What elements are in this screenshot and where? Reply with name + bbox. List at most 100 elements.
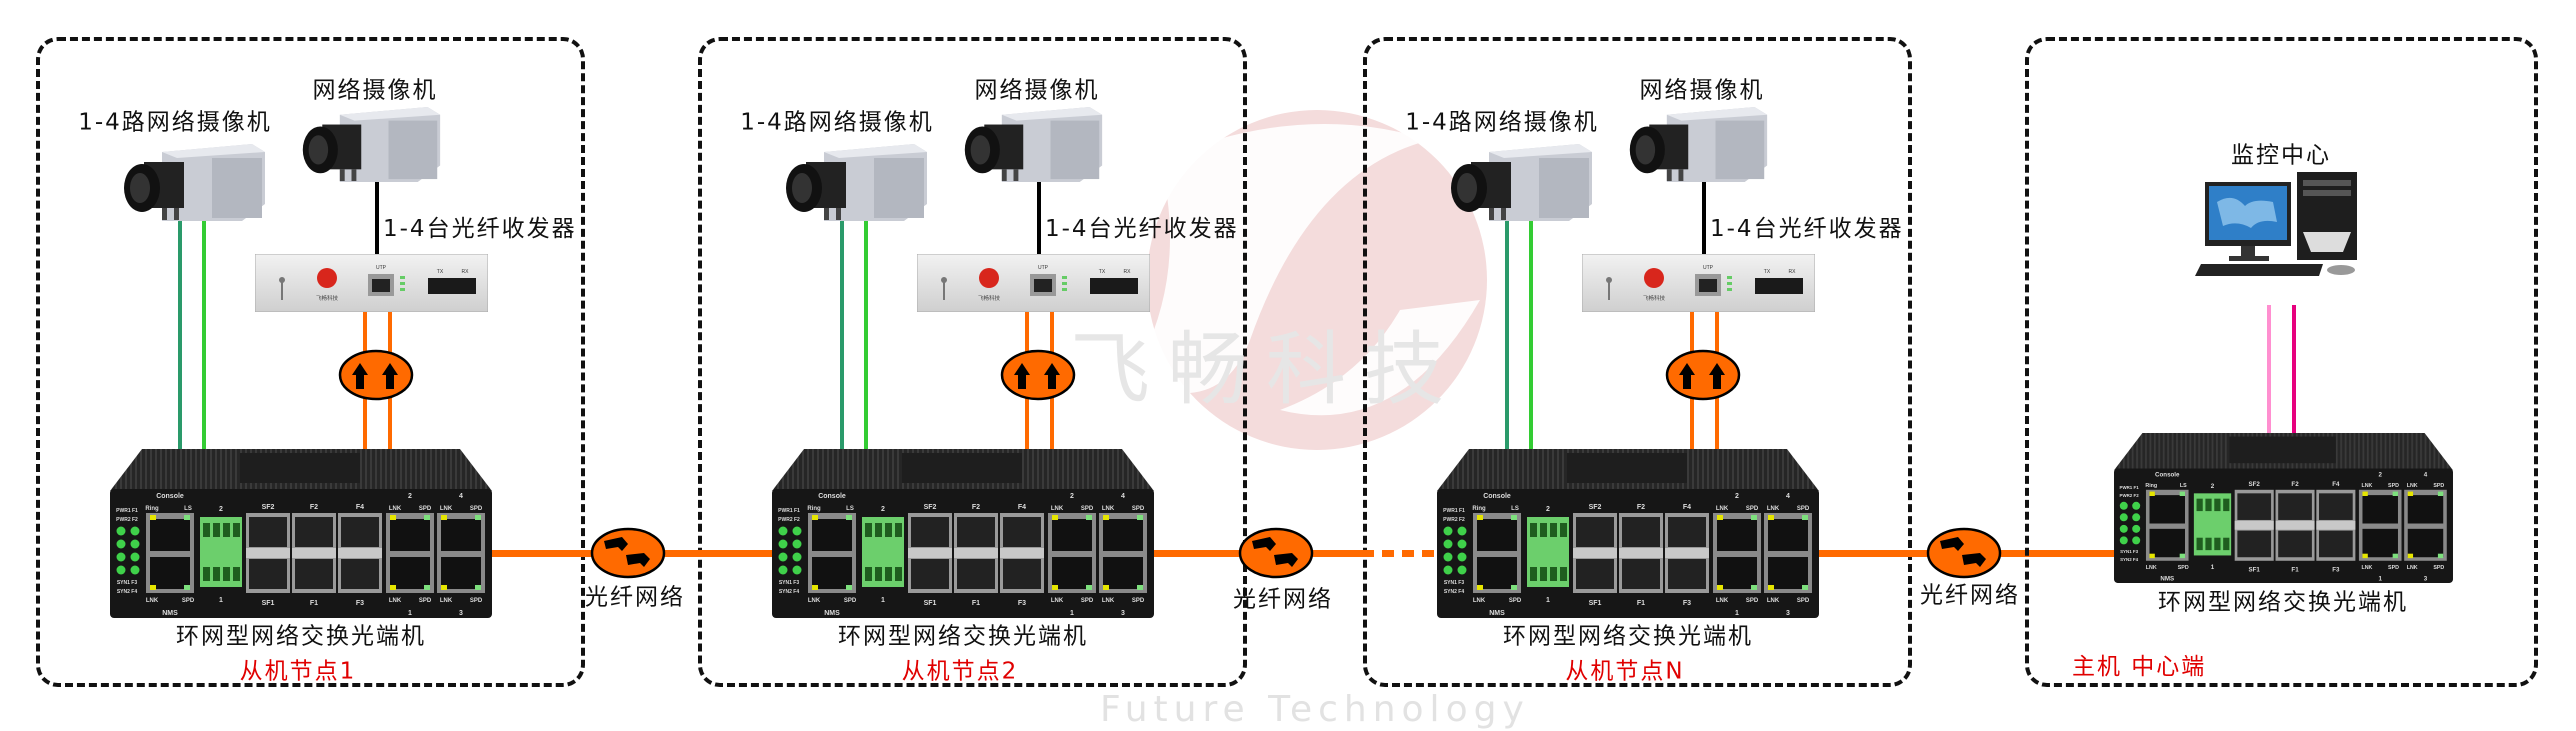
- status-led: [2132, 536, 2141, 545]
- utp-label: UTP: [1703, 265, 1714, 271]
- link-label-3: 光纤网络: [1920, 582, 2020, 609]
- camera-link-line-1: [1505, 221, 1509, 449]
- panel-label: LNK: [1716, 598, 1729, 604]
- watermark-english-text: Future Technology: [1100, 689, 1530, 730]
- fiber-transceiver: 飞畅科技 UTP TX RX: [255, 254, 488, 312]
- panel-label: LNK: [2407, 565, 2418, 571]
- grounding-screw: [279, 277, 285, 283]
- panel-label: LNK: [2361, 565, 2372, 571]
- watermark-logo-text: 飞畅科技: [1070, 323, 1462, 416]
- panel-label: NMS: [2160, 575, 2174, 582]
- slave-node-box: [36, 37, 585, 687]
- panel-label: 1: [2378, 575, 2382, 582]
- panel-label: 1: [408, 610, 412, 617]
- status-led: [1443, 552, 1453, 562]
- host-node-box: [2025, 37, 2538, 687]
- status-led: [1457, 552, 1467, 562]
- panel-label: SF2: [2249, 481, 2261, 488]
- panel-label: PWR1 F1: [778, 508, 800, 514]
- camera-label: 网络摄像机: [1639, 77, 1765, 104]
- panel-label: F3: [1683, 600, 1691, 607]
- panel-label: 2: [408, 493, 412, 500]
- panel-label: PWR1 F1: [116, 508, 138, 514]
- status-led: [130, 539, 140, 549]
- transceiver-brand: 飞畅科技: [1643, 294, 1666, 302]
- status-led: [1443, 565, 1453, 575]
- tx-label: TX: [1099, 269, 1106, 275]
- panel-label: SPD: [1132, 506, 1145, 512]
- panel-label: F1: [972, 600, 980, 607]
- status-led: [2132, 501, 2141, 510]
- panel-label: LS: [1511, 506, 1519, 512]
- panel-label: F3: [1018, 600, 1026, 607]
- status-led: [2119, 501, 2128, 510]
- status-led: [130, 526, 140, 536]
- panel-label: SPD: [1081, 506, 1094, 512]
- host-link-line-1: [2267, 305, 2271, 433]
- camera-link-line-2: [1529, 221, 1533, 449]
- panel-label: 1: [1070, 610, 1074, 617]
- panel-label: SYN1 F3: [779, 580, 800, 586]
- grounding-screw: [1606, 277, 1612, 283]
- rx-label: RX: [1789, 269, 1797, 275]
- panel-label: SYN1 F3: [1444, 580, 1465, 586]
- panel-label: F2: [2291, 481, 2299, 488]
- panel-label: SPD: [844, 598, 857, 604]
- panel-label: 1: [219, 597, 223, 604]
- panel-label: LNK: [389, 506, 402, 512]
- panel-label: PWR1 F1: [1443, 508, 1465, 514]
- host-switch-label: 环网型网络交换光端机: [2158, 589, 2408, 616]
- panel-label: 3: [1786, 610, 1790, 617]
- panel-label: SPD: [470, 598, 483, 604]
- panel-label: F4: [1018, 504, 1026, 511]
- status-led: [778, 539, 788, 549]
- panel-label: 4: [2424, 471, 2428, 478]
- panel-label: 2: [881, 506, 885, 513]
- switch-label: 环网型网络交换光端机: [838, 623, 1088, 650]
- link-label-2: 光纤网络: [1233, 586, 1333, 613]
- utp-label: UTP: [1038, 265, 1049, 271]
- panel-label: F2: [310, 504, 318, 511]
- panel-label: 1: [1735, 610, 1739, 617]
- status-led: [1457, 539, 1467, 549]
- panel-label: Console: [818, 493, 846, 500]
- brand-logo: [979, 268, 999, 288]
- fiber-network-arrows-icon: [590, 527, 666, 579]
- camera-link-line-1: [178, 221, 182, 449]
- status-led: [2119, 536, 2128, 545]
- camera-to-transceiver-line: [1702, 182, 1706, 254]
- panel-label: 2: [2211, 483, 2215, 490]
- ip-camera-icon: [961, 107, 1104, 182]
- ip-camera-group-icon: [1449, 144, 1592, 221]
- panel-label: LNK: [1051, 598, 1064, 604]
- panel-label: LNK: [1473, 598, 1486, 604]
- panel-label: F1: [1637, 600, 1645, 607]
- panel-label: LNK: [2361, 483, 2372, 489]
- panel-label: SPD: [470, 506, 483, 512]
- slave-node-box: [1363, 37, 1912, 687]
- panel-label: SYN2 F4: [779, 589, 800, 595]
- panel-label: SPD: [1797, 506, 1810, 512]
- panel-label: LNK: [440, 598, 453, 604]
- panel-label: Ring: [1472, 506, 1486, 512]
- tx-label: TX: [437, 269, 444, 275]
- camera-link-line-2: [202, 221, 206, 449]
- panel-label: LNK: [1767, 598, 1780, 604]
- host-node-label: 主机 中心端: [2072, 654, 2207, 680]
- panel-label: SF1: [924, 600, 937, 607]
- ip-camera-icon: [299, 107, 442, 182]
- ip-camera-icon: [1626, 107, 1769, 182]
- slave-node-label: 从机节点2: [901, 658, 1019, 685]
- panel-label: PWR2 F2: [116, 517, 138, 523]
- panel-label: NMS: [162, 610, 178, 617]
- panel-label: 2: [1546, 506, 1550, 513]
- status-led: [792, 552, 802, 562]
- watermark-logo: [1130, 110, 1487, 450]
- panel-label: 2: [1070, 493, 1074, 500]
- transceiver-brand: 飞畅科技: [316, 294, 339, 302]
- panel-label: Ring: [807, 506, 821, 512]
- switch-label: 环网型网络交换光端机: [1503, 623, 1753, 650]
- slave-node-label: 从机节点1: [239, 658, 357, 685]
- camera-link-line-1: [840, 221, 844, 449]
